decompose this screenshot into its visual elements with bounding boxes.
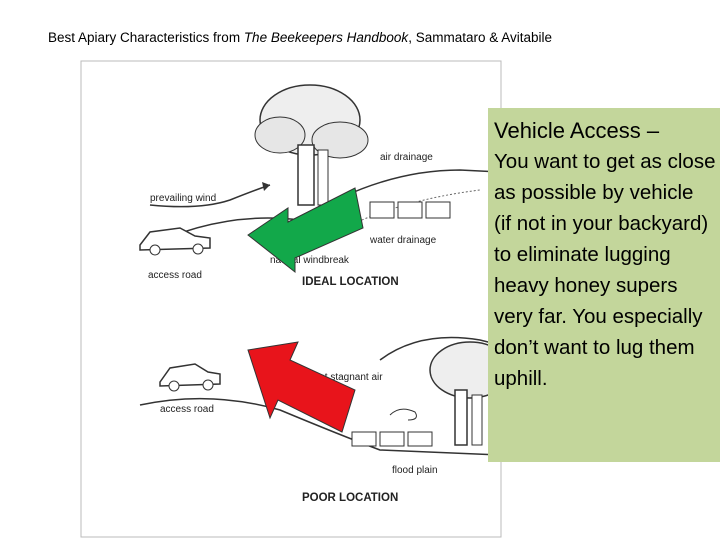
ideal-car-icon (140, 228, 210, 255)
slide-title: Best Apiary Characteristics from The Bee… (48, 30, 552, 45)
title-suffix: , Sammataro & Avitabile (408, 30, 552, 45)
poor-car-icon (160, 364, 220, 391)
ideal-water-drainage-label: water drainage (369, 235, 437, 246)
ideal-scene: air drainage prevailing wind water drain… (140, 85, 500, 288)
vehicle-access-callout: Vehicle Access – You want to get as clos… (488, 108, 720, 462)
ideal-access-road-label: access road (148, 270, 202, 281)
poor-access-road-label: access road (160, 404, 214, 415)
ideal-air-drainage-label: air drainage (380, 152, 433, 163)
wind-arrow-head (262, 182, 270, 191)
ideal-hives-icon (370, 202, 450, 218)
title-book: The Beekeepers Handbook (244, 30, 408, 45)
poor-flood-plain-label: flood plain (392, 465, 438, 476)
poor-location-caption: POOR LOCATION (302, 492, 398, 504)
ideal-prevailing-wind-label: prevailing wind (150, 193, 216, 204)
callout-body: You want to get as close as possible by … (494, 146, 716, 394)
poor-hives-icon (352, 432, 432, 446)
callout-heading: Vehicle Access – (494, 116, 716, 146)
stagnant-air-swirl-icon (390, 409, 416, 420)
ideal-tree-icon (255, 85, 368, 205)
title-prefix: Best Apiary Characteristics from (48, 30, 244, 45)
ideal-location-caption: IDEAL LOCATION (302, 276, 399, 288)
